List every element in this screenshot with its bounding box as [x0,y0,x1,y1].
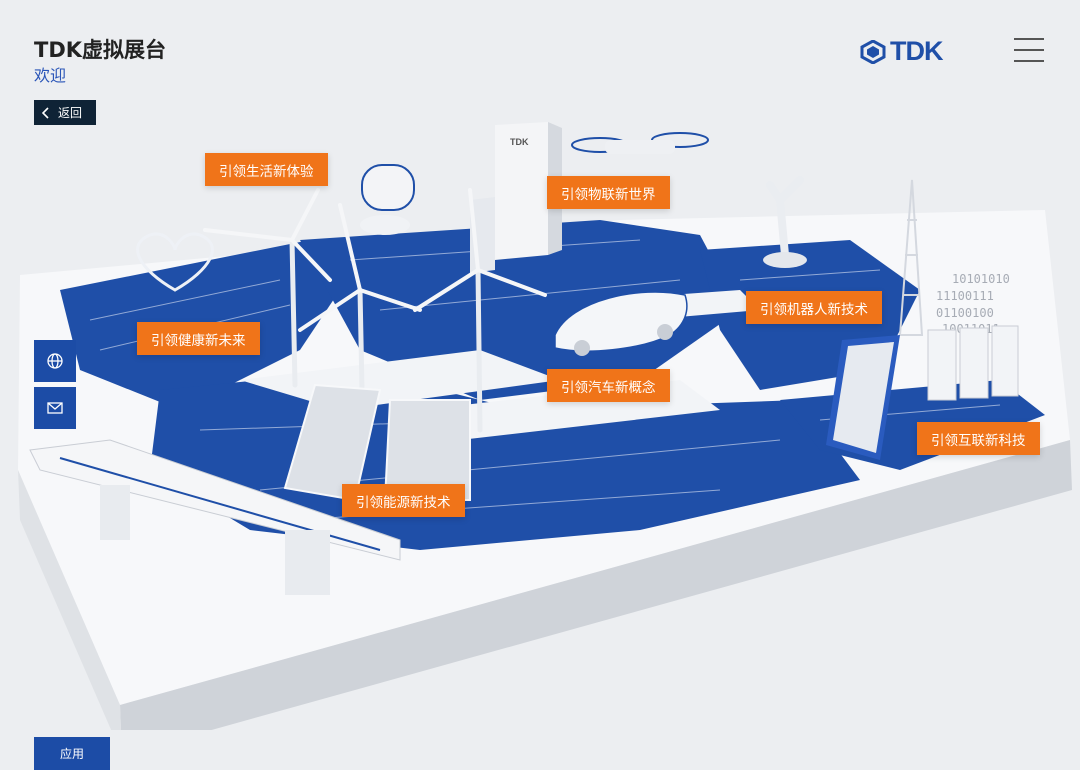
hotspot-life-experience[interactable]: 引领生活新体验 [205,153,328,186]
tdk-logo-mark-icon [860,39,886,64]
logo-text: TDK [890,36,943,66]
hotspot-robot-tech[interactable]: 引领机器人新技术 [746,291,882,324]
exhibition-scene: TDK 10101010 11100111 01100100 100110 [18,122,1072,730]
contact-button[interactable] [34,387,76,429]
binary-line-1: 10101010 [952,272,1010,286]
welcome-subtitle: 欢迎 [34,66,67,85]
mail-icon [47,402,63,414]
back-button-label: 返回 [58,106,83,120]
tdk-logo[interactable]: TDK [860,36,943,67]
binary-line-2: 11100111 [936,289,994,303]
hotspot-iot-world[interactable]: 引领物联新世界 [547,176,670,209]
hotspot-connectivity-tech[interactable]: 引领互联新科技 [917,422,1040,455]
hamburger-menu-icon[interactable] [1014,38,1044,62]
globe-icon [47,353,63,369]
page-title: TDK虚拟展台 [34,38,167,62]
binary-line-3: 01100100 [936,306,994,320]
building-sign: TDK [510,137,529,147]
hotspot-auto-concept[interactable]: 引领汽车新概念 [547,369,670,402]
language-button[interactable] [34,340,76,382]
back-button[interactable]: 返回 [34,100,96,125]
hotspot-health-future[interactable]: 引领健康新未来 [137,322,260,355]
hotspot-energy-tech[interactable]: 引领能源新技术 [342,484,465,517]
chevron-left-icon [42,106,49,119]
apps-button[interactable]: 应用 [34,737,110,770]
